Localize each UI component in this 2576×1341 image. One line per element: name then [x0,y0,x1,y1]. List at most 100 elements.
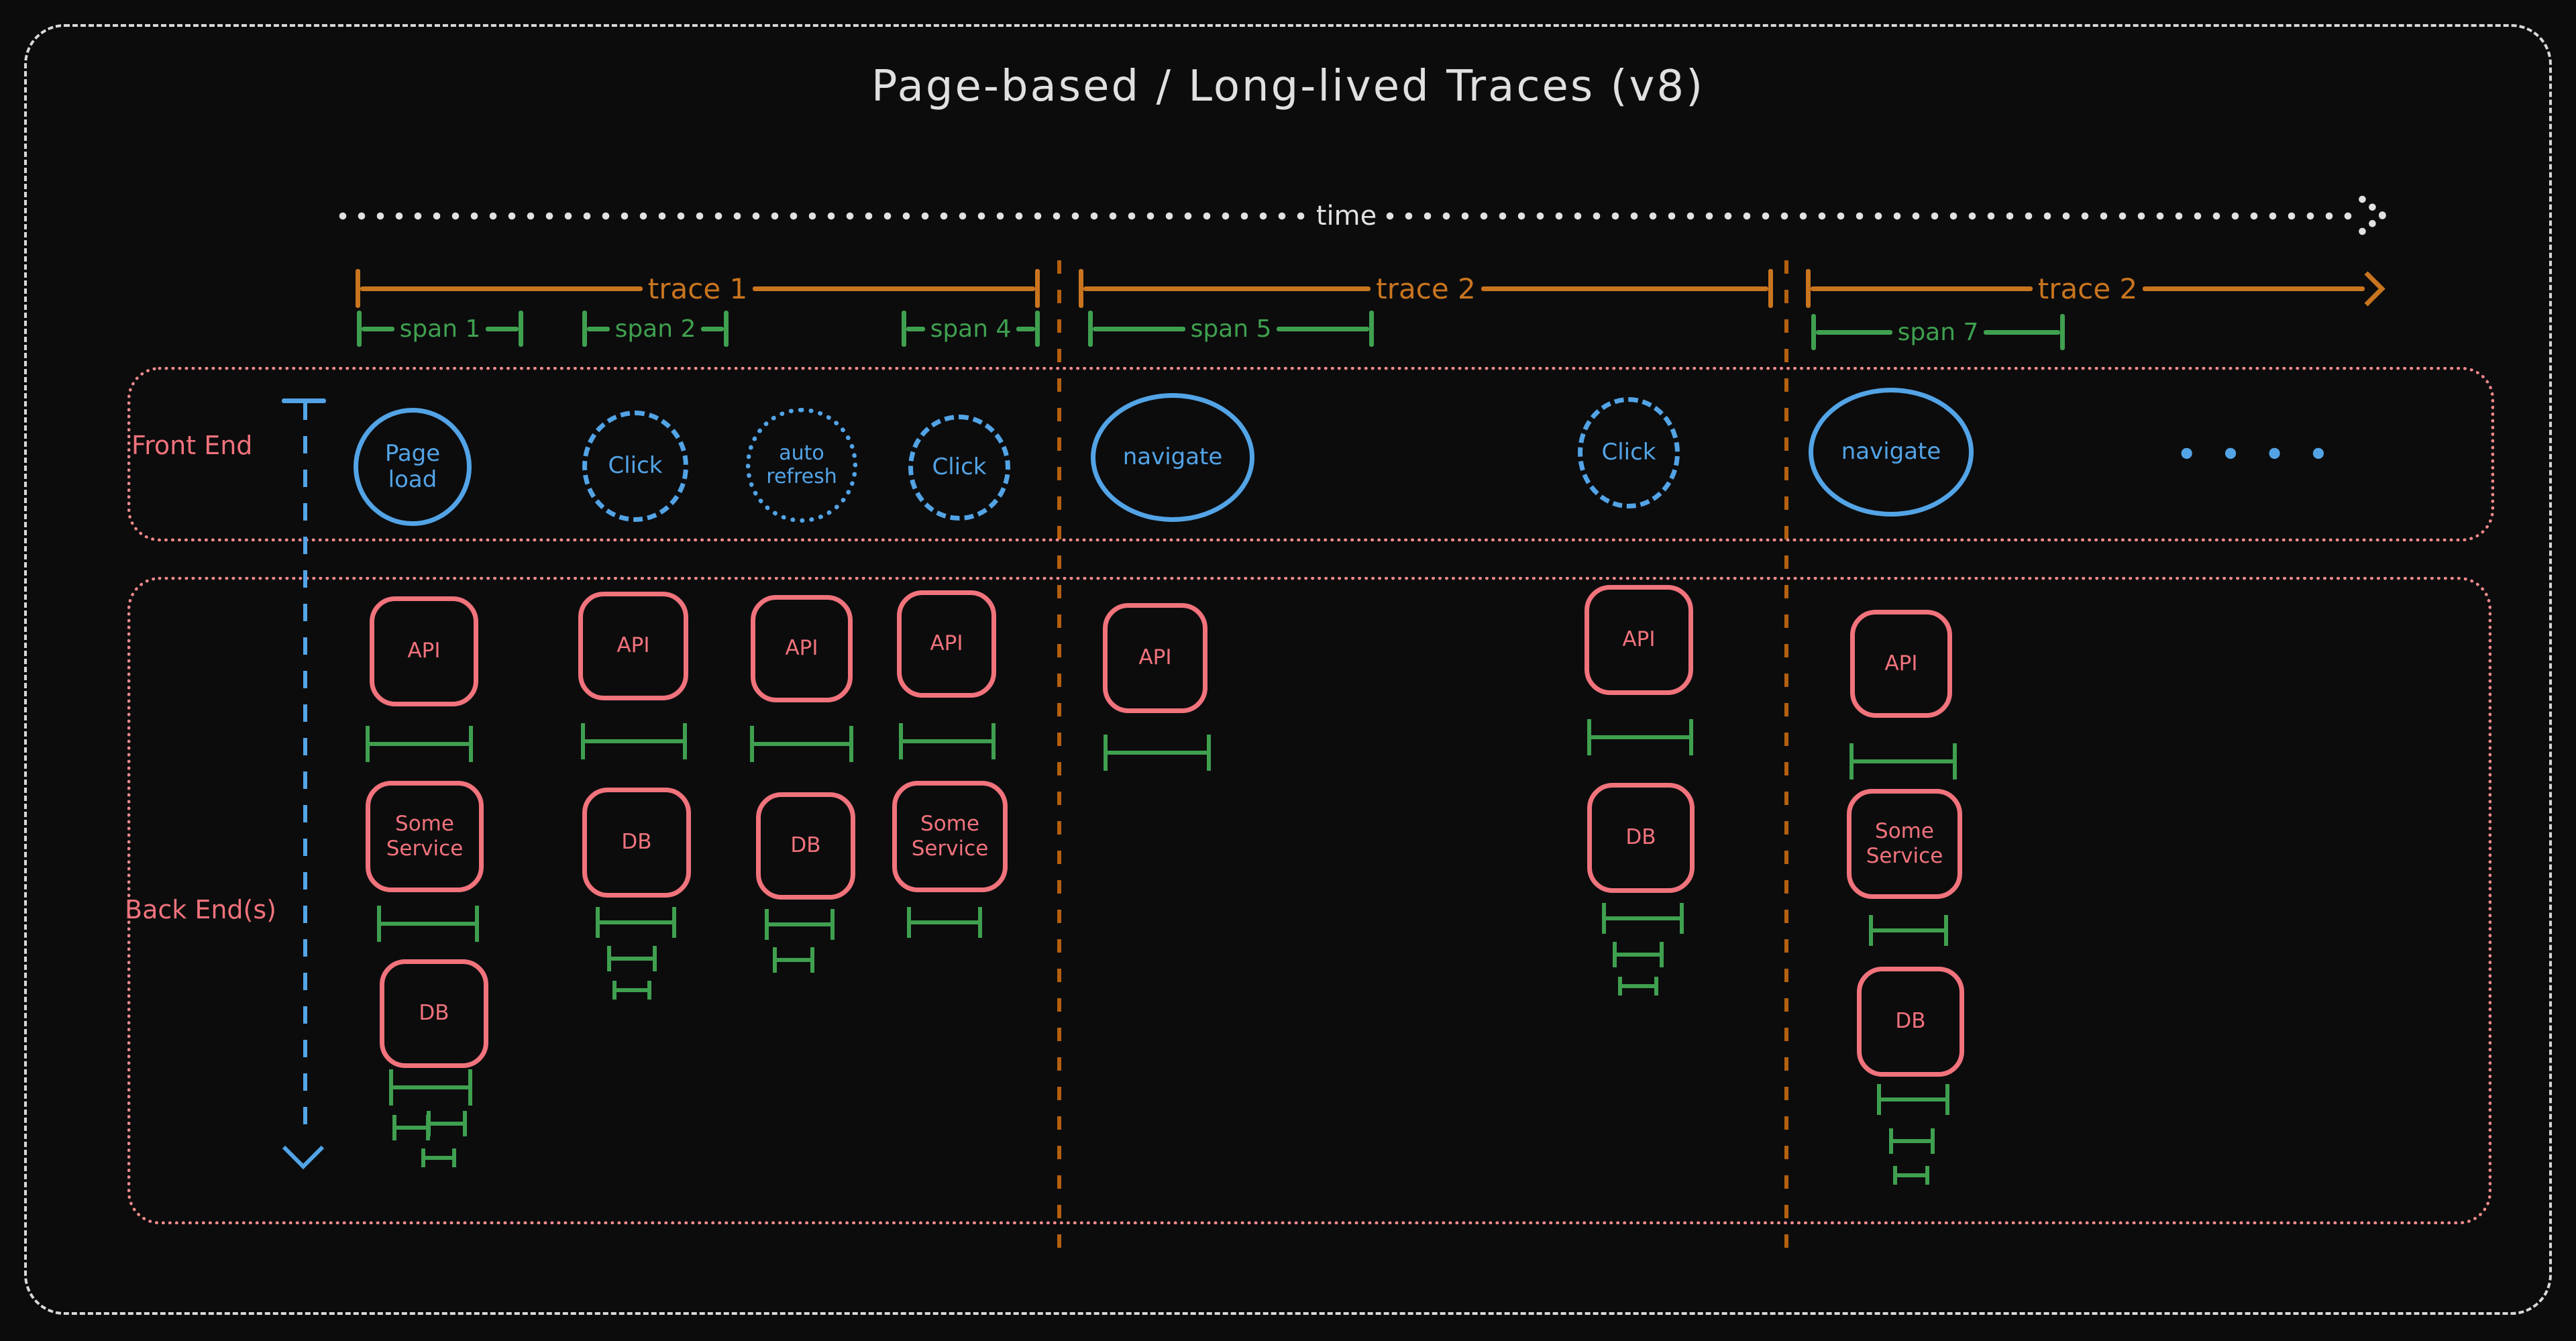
span-bracket [1587,719,1693,755]
backend-service-box-api: API [578,592,688,700]
backend-service-box-some-service: Some Service [1847,789,1962,899]
event-label: navigate [1122,443,1223,471]
service-label: DB [621,830,652,855]
trace-separator-line [1784,260,1788,1254]
event-label: Click [1601,439,1656,466]
service-label: Some Service [386,811,464,861]
frontend-event-navigate: navigate [1809,388,1974,517]
backend-service-box-api: API [1585,585,1693,695]
trace-label: trace 2 [1376,272,1476,305]
event-label: auto refresh [766,441,837,488]
span-bracket [907,907,982,938]
span-bracket [596,907,676,938]
service-label: DB [790,833,821,858]
more-events-ellipsis: • • • • [2177,436,2335,472]
backend-lane-label: Back End(s) [125,895,276,924]
span-bar-5: span 5 [1088,311,1374,347]
span-bar-7: span 7 [1811,314,2065,350]
diagram-title: Page-based / Long-lived Traces (v8) [871,62,1705,111]
span-bracket [1869,915,1948,946]
trace-label: trace 1 [647,272,748,305]
trace-arrowhead-icon [2350,270,2385,307]
frontend-event-click: Click [908,415,1010,521]
span-bracket [1893,1166,1929,1185]
span-bracket [1104,735,1211,771]
flow-arrow-cap [282,398,326,403]
backend-service-box-api: API [897,590,996,698]
service-label: API [1884,651,1918,676]
backend-service-box-api: API [1850,610,1952,718]
frontend-event-navigate: navigate [1091,393,1254,522]
trace-bar-3: trace 2 [1806,269,2385,308]
service-label: API [1138,645,1172,670]
span-bar-1: span 1 [357,311,523,347]
service-label: DB [1625,825,1656,850]
trace-label: trace 2 [2037,272,2138,305]
trace-bar-1: trace 1 [356,269,1040,308]
span-bracket [1877,1084,1949,1115]
backend-service-box-api: API [370,596,478,706]
span-bracket [773,947,814,973]
span-bracket [607,946,657,971]
span-bracket [389,1069,472,1106]
event-label: Click [608,452,663,480]
trace-separator-line [1057,260,1061,1254]
span-bracket [1618,977,1658,996]
service-label: DB [1895,1009,1926,1034]
span-bracket [377,906,479,942]
time-dotted-line [339,212,1307,220]
frontend-lane-box [127,367,2494,541]
backend-service-box-db: DB [582,788,691,898]
span-label: span 1 [399,315,481,343]
span-bar-4: span 4 [902,311,1040,347]
time-dotted-line [1386,212,2354,220]
event-label: Click [932,453,987,481]
service-label: Some Service [1866,818,1943,868]
span-label: span 7 [1897,318,1979,346]
service-label: API [407,639,441,663]
frontend-lane-label: Front End [131,431,253,460]
backend-lane-box [127,577,2491,1224]
time-arrowhead-icon [2355,193,2390,237]
trace-bar-2: trace 2 [1079,269,1774,308]
time-axis: time [339,193,2390,237]
backend-service-box-db: DB [1857,967,1964,1077]
span-bracket [1889,1128,1935,1154]
event-label: navigate [1841,438,1941,466]
span-bracket [392,1115,430,1140]
canvas-dashed-border [24,24,2552,1315]
backend-service-box-api: API [751,595,853,702]
backend-service-box-some-service: Some Service [366,781,484,892]
service-label: Some Service [911,811,989,861]
service-label: API [616,633,650,658]
span-bracket [750,726,853,762]
span-bracket [612,981,651,1000]
event-label: Page load [384,439,441,493]
span-bracket [1602,903,1684,934]
span-bracket [1613,942,1664,967]
service-label: API [785,636,818,661]
span-bracket [765,909,835,940]
service-label: API [930,631,963,656]
backend-service-box-api: API [1103,603,1208,713]
frontend-event-click: Click [582,411,688,522]
flow-arrow-dashed-line [303,403,307,1137]
backend-service-box-db: DB [1587,783,1695,893]
span-bracket [421,1148,456,1167]
span-bracket [899,723,996,759]
time-axis-label: time [1316,201,1377,231]
service-label: API [1622,627,1656,652]
backend-service-box-some-service: Some Service [892,781,1008,892]
span-label: span 2 [614,315,696,343]
frontend-event-click: Click [1578,397,1680,508]
span-label: span 5 [1190,315,1272,343]
backend-service-box-db: DB [380,959,488,1068]
span-bar-2: span 2 [582,311,729,347]
frontend-event-page-load: Page load [354,408,472,526]
span-bracket [427,1111,467,1136]
frontend-event-auto-refresh: auto refresh [746,408,857,523]
span-bracket [1849,743,1957,780]
service-label: DB [419,1001,449,1026]
span-bracket [366,726,473,762]
backend-service-box-db: DB [756,792,855,900]
